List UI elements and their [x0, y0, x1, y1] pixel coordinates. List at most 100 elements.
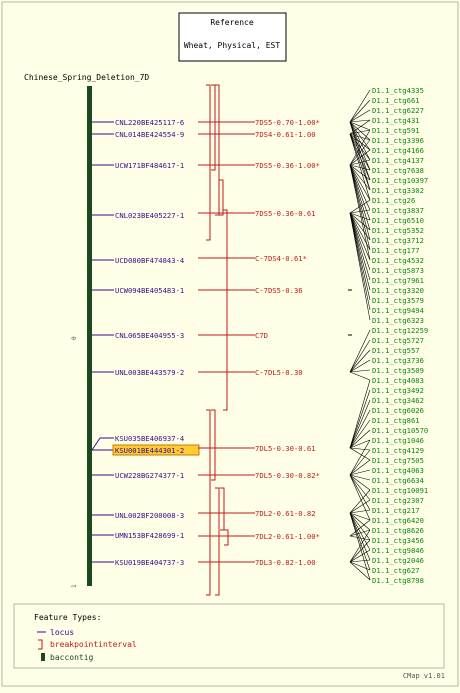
locus-label[interactable]: UCW171BF484617-1 [115, 161, 184, 170]
contig-label[interactable]: D1.1_ctg8626 [372, 526, 424, 535]
bin-row[interactable]: 7DL3-0.82-1.00 [198, 558, 316, 567]
locus-label[interactable]: KSU001BE444301-2 [115, 446, 184, 455]
contig-label[interactable]: D1.1_ctg3492 [372, 386, 424, 395]
contig-label[interactable]: D1.1_ctg10091 [372, 486, 428, 495]
locus-row[interactable]: UNL002BF200008-3 [92, 511, 184, 520]
contig-label[interactable]: D1.1_ctg3712 [372, 236, 424, 245]
bin-row[interactable]: C7D [198, 331, 268, 340]
contig-label[interactable]: D1.1_ctg3320 [372, 286, 424, 295]
contig-label[interactable]: D1.1_ctg217 [372, 506, 420, 515]
bin-label[interactable]: 7DS5-0.36-0.61 [255, 209, 316, 218]
locus-label[interactable]: UMN153BF428699-1 [115, 531, 184, 540]
contig-label[interactable]: D1.1_ctg4335 [372, 86, 424, 95]
bin-label[interactable]: C-7DS5-0.36 [255, 286, 303, 295]
bac-contig-bar[interactable] [87, 86, 92, 586]
locus-label[interactable]: KSU035BE406937-4 [115, 434, 184, 443]
locus-label[interactable]: CNL023BE405227-1 [115, 211, 184, 220]
bin-row[interactable]: 7DL5-0.30-0.61 [198, 444, 316, 453]
locus-row[interactable]: CNL014BE424554-9 [92, 130, 184, 139]
bin-row[interactable]: C-7DS5-0.36 [198, 286, 303, 295]
locus-row[interactable]: UCW228BG274377-1 [92, 471, 184, 480]
bin-label[interactable]: 7DS4-0.61-1.00 [255, 130, 316, 139]
locus-row[interactable]: UCW171BF484617-1 [92, 161, 184, 170]
locus-label[interactable]: CNL220BE425117-6 [115, 118, 184, 127]
bin-label[interactable]: C7D [255, 331, 268, 340]
bin-label[interactable]: 7DL3-0.82-1.00 [255, 558, 316, 567]
map-title[interactable]: Chinese_Spring_Deletion_7D [24, 73, 149, 82]
contig-label[interactable]: D1.1_ctg4129 [372, 446, 424, 455]
contig-label[interactable]: D1.1_ctg6420 [372, 516, 424, 525]
contig-label[interactable]: D1.1_ctg7638 [372, 166, 424, 175]
locus-label[interactable]: UCD080BF474843-4 [115, 256, 184, 265]
contig-label[interactable]: D1.1_ctg3509 [372, 366, 424, 375]
bin-row[interactable]: 7DS5-0.70-1.00* [198, 118, 320, 127]
locus-label[interactable]: CNL065BE404955-3 [115, 331, 184, 340]
bin-row[interactable]: C-7DL5-0.30 [198, 368, 303, 377]
bin-label[interactable]: C-7DL5-0.30 [255, 368, 303, 377]
locus-row[interactable]: CNL023BE405227-1 [92, 211, 184, 220]
contig-label[interactable]: D1.1_ctg3396 [372, 136, 424, 145]
bin-label[interactable]: 7DL2-0.61-1.00* [255, 532, 320, 541]
bin-row[interactable]: C-7DS4-0.61* [198, 254, 307, 263]
contig-label[interactable]: D1.1_ctg9494 [372, 306, 424, 315]
contig-label[interactable]: D1.1_ctg661 [372, 96, 420, 105]
locus-row[interactable]: UNL003BE443579-2 [92, 368, 184, 377]
bin-label[interactable]: 7DS5-0.36-1.00* [255, 161, 320, 170]
locus-row[interactable]: KSU001BE444301-2 [92, 444, 200, 456]
contig-label[interactable]: D1.1_ctg8798 [372, 576, 424, 585]
contig-label[interactable]: D1.1_ctg4137 [372, 156, 424, 165]
locus-row[interactable]: KSU035BE406937-4 [91, 434, 184, 451]
bin-row[interactable]: 7DL2-0.61-0.82 [198, 509, 316, 518]
bin-label[interactable]: C-7DS4-0.61* [255, 254, 307, 263]
contig-label[interactable]: D1.1_ctg177 [372, 246, 420, 255]
contig-label[interactable]: D1.1_ctg6026 [372, 406, 424, 415]
contig-label[interactable]: D1.1_ctg6227 [372, 106, 424, 115]
contig-label[interactable]: D1.1_ctg10570 [372, 426, 428, 435]
reference-box[interactable]: Reference Wheat, Physical, EST [178, 12, 287, 62]
bin-row[interactable]: 7DL2-0.61-1.00* [198, 532, 320, 541]
contig-label[interactable]: D1.1_ctg4083 [372, 376, 424, 385]
contig-label[interactable]: D1.1_ctg6510 [372, 216, 424, 225]
contig-label[interactable]: D1.1_ctg7505 [372, 456, 424, 465]
locus-row[interactable]: CNL220BE425117-6 [92, 118, 184, 127]
bin-label[interactable]: 7DL2-0.61-0.82 [255, 509, 316, 518]
contig-label[interactable]: D1.1_ctg26 [372, 196, 415, 205]
contig-label[interactable]: D1.1_ctg3579 [372, 296, 424, 305]
bin-label[interactable]: 7DL5-0.30-0.82* [255, 471, 320, 480]
contig-label[interactable]: D1.1_ctg9846 [372, 546, 424, 555]
locus-label[interactable]: UCW094BE405483-1 [115, 286, 184, 295]
locus-label[interactable]: UNL003BE443579-2 [115, 368, 184, 377]
contig-label[interactable]: D1.1_ctg7961 [372, 276, 424, 285]
contig-label[interactable]: D1.1_ctg4166 [372, 146, 424, 155]
contig-label[interactable]: D1.1_ctg3736 [372, 356, 424, 365]
contig-label[interactable]: D1.1_ctg3462 [372, 396, 424, 405]
contig-label[interactable]: D1.1_ctg431 [372, 116, 420, 125]
bin-label[interactable]: 7DL5-0.30-0.61 [255, 444, 316, 453]
locus-label[interactable]: UCW228BG274377-1 [115, 471, 184, 480]
contig-label[interactable]: D1.1_ctg6323 [372, 316, 424, 325]
bin-row[interactable]: 7DL5-0.30-0.82* [198, 471, 320, 480]
contig-label[interactable]: D1.1_ctg861 [372, 416, 420, 425]
contig-label[interactable]: D1.1_ctg4532 [372, 256, 424, 265]
contig-label[interactable]: D1.1_ctg5352 [372, 226, 424, 235]
contig-label[interactable]: D1.1_ctg627 [372, 566, 420, 575]
locus-label[interactable]: CNL014BE424554-9 [115, 130, 184, 139]
contig-label[interactable]: D1.1_ctg6634 [372, 476, 424, 485]
locus-row[interactable]: KSU019BE404737-3 [92, 558, 184, 567]
contig-label[interactable]: D1.1_ctg3456 [372, 536, 424, 545]
contig-label[interactable]: D1.1_ctg1046 [372, 436, 424, 445]
contig-label[interactable]: D1.1_ctg2046 [372, 556, 424, 565]
contig-label[interactable]: D1.1_ctg3302 [372, 186, 424, 195]
contig-label[interactable]: D1.1_ctg5873 [372, 266, 424, 275]
bin-row[interactable]: 7DS5-0.36-0.61 [198, 209, 316, 218]
locus-row[interactable]: UMN153BF428699-1 [92, 531, 184, 540]
contig-label[interactable]: D1.1_ctg591 [372, 126, 420, 135]
bin-row[interactable]: 7DS4-0.61-1.00 [198, 130, 316, 139]
contig-label[interactable]: D1.1_ctg5727 [372, 336, 424, 345]
contig-label[interactable]: D1.1_ctg557 [372, 346, 420, 355]
contig-label[interactable]: D1.1_ctg4063 [372, 466, 424, 475]
contig-label[interactable]: D1.1_ctg10397 [372, 176, 428, 185]
contig-label[interactable]: D1.1_ctg3837 [372, 206, 424, 215]
contig-label[interactable]: D1.1_ctg2307 [372, 496, 424, 505]
locus-row[interactable]: UCW094BE405483-1 [92, 286, 184, 295]
